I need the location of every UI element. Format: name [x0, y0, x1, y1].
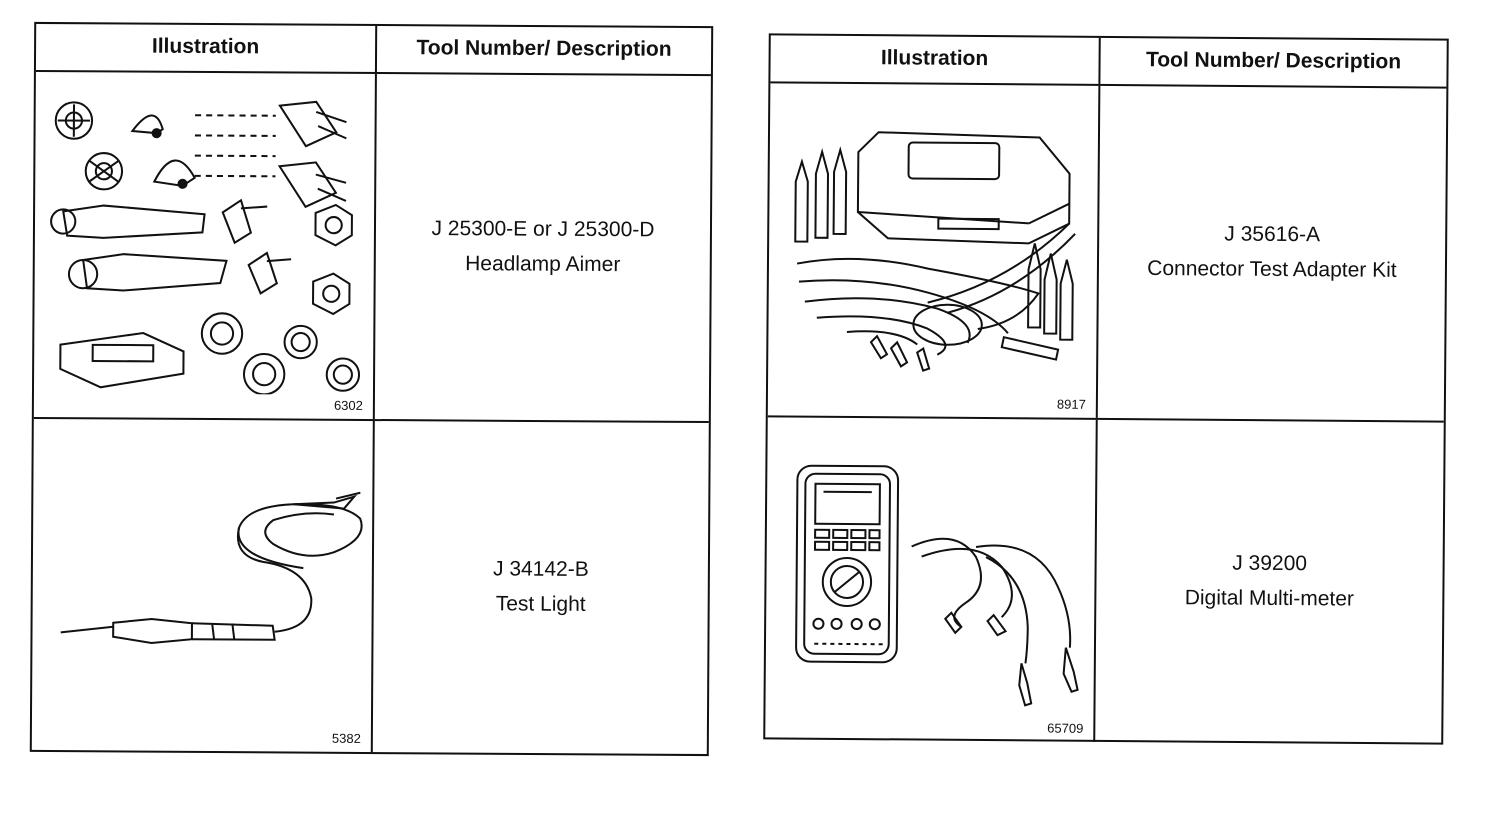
tool-header-label: Tool Number/ Description [416, 36, 672, 61]
description-cell: J 39200 Digital Multi-meter [1095, 420, 1444, 745]
test-light-probe-icon [40, 427, 365, 728]
tool-number: J 35616-A [1224, 222, 1321, 247]
illustration-header: Illustration [35, 23, 378, 73]
description-cell: J 35616-A Connector Test Adapter Kit [1098, 86, 1447, 421]
illustration-header: Illustration [770, 35, 1101, 84]
illustration-cell: 6302 [33, 71, 377, 420]
illustration-header-label: Illustration [880, 46, 989, 71]
description-cell: J 25300-E or J 25300-D Headlamp Aimer [375, 74, 711, 421]
tool-header: Tool Number/ Description [1100, 38, 1446, 87]
connector-adapter-kit-icon [776, 91, 1090, 393]
table-row: 6302 J 25300-E or J 25300-D Headlamp Aim… [33, 71, 711, 424]
tool-number: J 34142-B [492, 556, 589, 581]
tool-description: Connector Test Adapter Kit [1147, 256, 1397, 282]
tool-number: J 39200 [1232, 551, 1308, 576]
table-header-row: Illustration Tool Number/ Description [35, 23, 712, 77]
tool-description: Digital Multi-meter [1184, 586, 1355, 611]
tool-header: Tool Number/ Description [377, 26, 711, 74]
tool-description: Headlamp Aimer [465, 251, 621, 276]
figure-number: 5382 [331, 730, 361, 746]
tool-header-label: Tool Number/ Description [1145, 48, 1402, 74]
tool-table-right: Illustration Tool Number/ Description [763, 33, 1449, 745]
tool-number: J 25300-E or J 25300-D [431, 216, 655, 241]
digital-multimeter-icon [773, 425, 1087, 717]
illustration-cell: 65709 [765, 417, 1098, 742]
illustration-cell: 8917 [767, 83, 1101, 418]
figure-number: 6302 [333, 397, 363, 413]
tool-description: Test Light [495, 591, 586, 616]
headlamp-aimer-kit-icon [42, 80, 367, 396]
description-cell: J 34142-B Test Light [373, 421, 709, 754]
tool-table-left: Illustration Tool Number/ Description [29, 21, 714, 757]
table-row: 65709 J 39200 Digital Multi-meter [765, 417, 1444, 744]
figure-number: 8917 [1056, 396, 1086, 412]
table-row: 8917 J 35616-A Connector Test Adapter Ki… [767, 83, 1447, 423]
illustration-header-label: Illustration [151, 34, 260, 59]
table-header-row: Illustration Tool Number/ Description [770, 35, 1447, 89]
illustration-cell: 5382 [31, 418, 375, 753]
table-row: 5382 J 34142-B Test Light [31, 418, 709, 754]
figure-number: 65709 [1047, 720, 1084, 736]
